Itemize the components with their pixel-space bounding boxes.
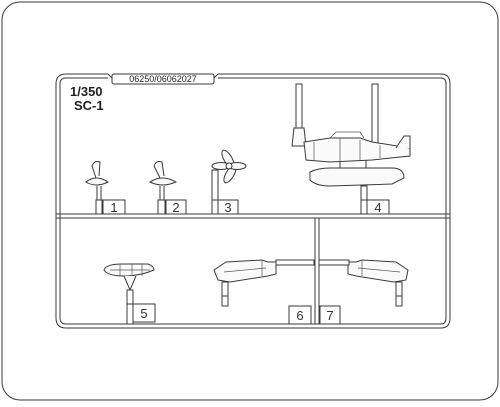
part-2-label-box <box>165 199 187 215</box>
part-2: 2 <box>149 161 187 215</box>
part-4-label-box <box>366 199 390 215</box>
part-1-label-box <box>102 199 126 215</box>
sprue-code-stamp: 06250/06062027 <box>111 73 215 85</box>
part-2-number: 2 <box>172 200 179 215</box>
part-6: 6 <box>213 259 315 325</box>
part-1-number: 1 <box>110 200 117 215</box>
part-1: 1 <box>85 161 126 215</box>
part-4: 4 <box>291 83 411 215</box>
part-3-label-box <box>217 199 239 215</box>
part-3-number: 3 <box>224 200 231 215</box>
model-label: 1/350 SC-1 <box>70 84 104 113</box>
part-5-number: 5 <box>140 306 147 321</box>
part-5: 5 <box>103 263 156 325</box>
sprue-code-text: 06250/06062027 <box>129 74 197 84</box>
part-7-label-box <box>319 305 341 325</box>
part-6-number: 6 <box>296 308 303 323</box>
part-7-number: 7 <box>326 308 333 323</box>
part-3: 3 <box>211 149 247 215</box>
outer-frame <box>1 1 499 401</box>
model-name-text: SC-1 <box>74 98 104 113</box>
part-6-label-box <box>288 305 312 325</box>
part-4-number: 4 <box>374 200 381 215</box>
part-5-label-box <box>132 303 156 323</box>
scale-text: 1/350 <box>70 84 103 99</box>
part-7: 7 <box>318 259 409 325</box>
